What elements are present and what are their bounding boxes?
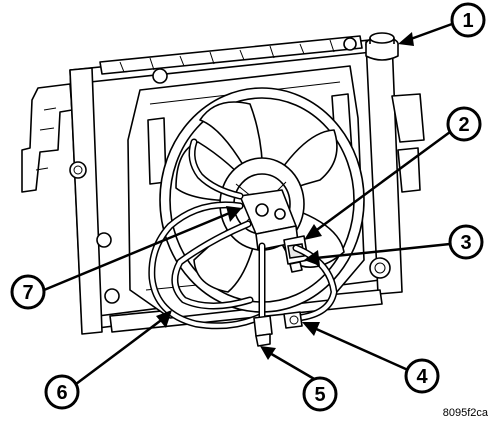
callout-6: 6	[44, 374, 80, 410]
figure-code: 8095f2ca	[443, 407, 489, 419]
left-fasteners	[69, 37, 357, 304]
callout-7-label: 7	[22, 282, 33, 304]
callout-4: 4	[404, 358, 440, 394]
callout-5-label: 5	[314, 384, 325, 406]
line-fitting-lower	[253, 315, 273, 347]
callout-1: 1	[450, 2, 486, 38]
callout-1-label: 1	[462, 10, 473, 32]
callout-7: 7	[10, 274, 46, 310]
callout-2-label: 2	[458, 114, 469, 136]
callout-5: 5	[302, 376, 338, 412]
line-fitting-right	[283, 311, 303, 329]
callout-3-label: 3	[460, 232, 471, 254]
radiator-cap	[365, 32, 399, 61]
callout-leaders	[43, 22, 453, 385]
callout-2: 2	[446, 106, 482, 142]
callout-4-label: 4	[416, 366, 428, 388]
callout-3: 3	[448, 224, 484, 260]
callout-6-label: 6	[56, 382, 67, 404]
